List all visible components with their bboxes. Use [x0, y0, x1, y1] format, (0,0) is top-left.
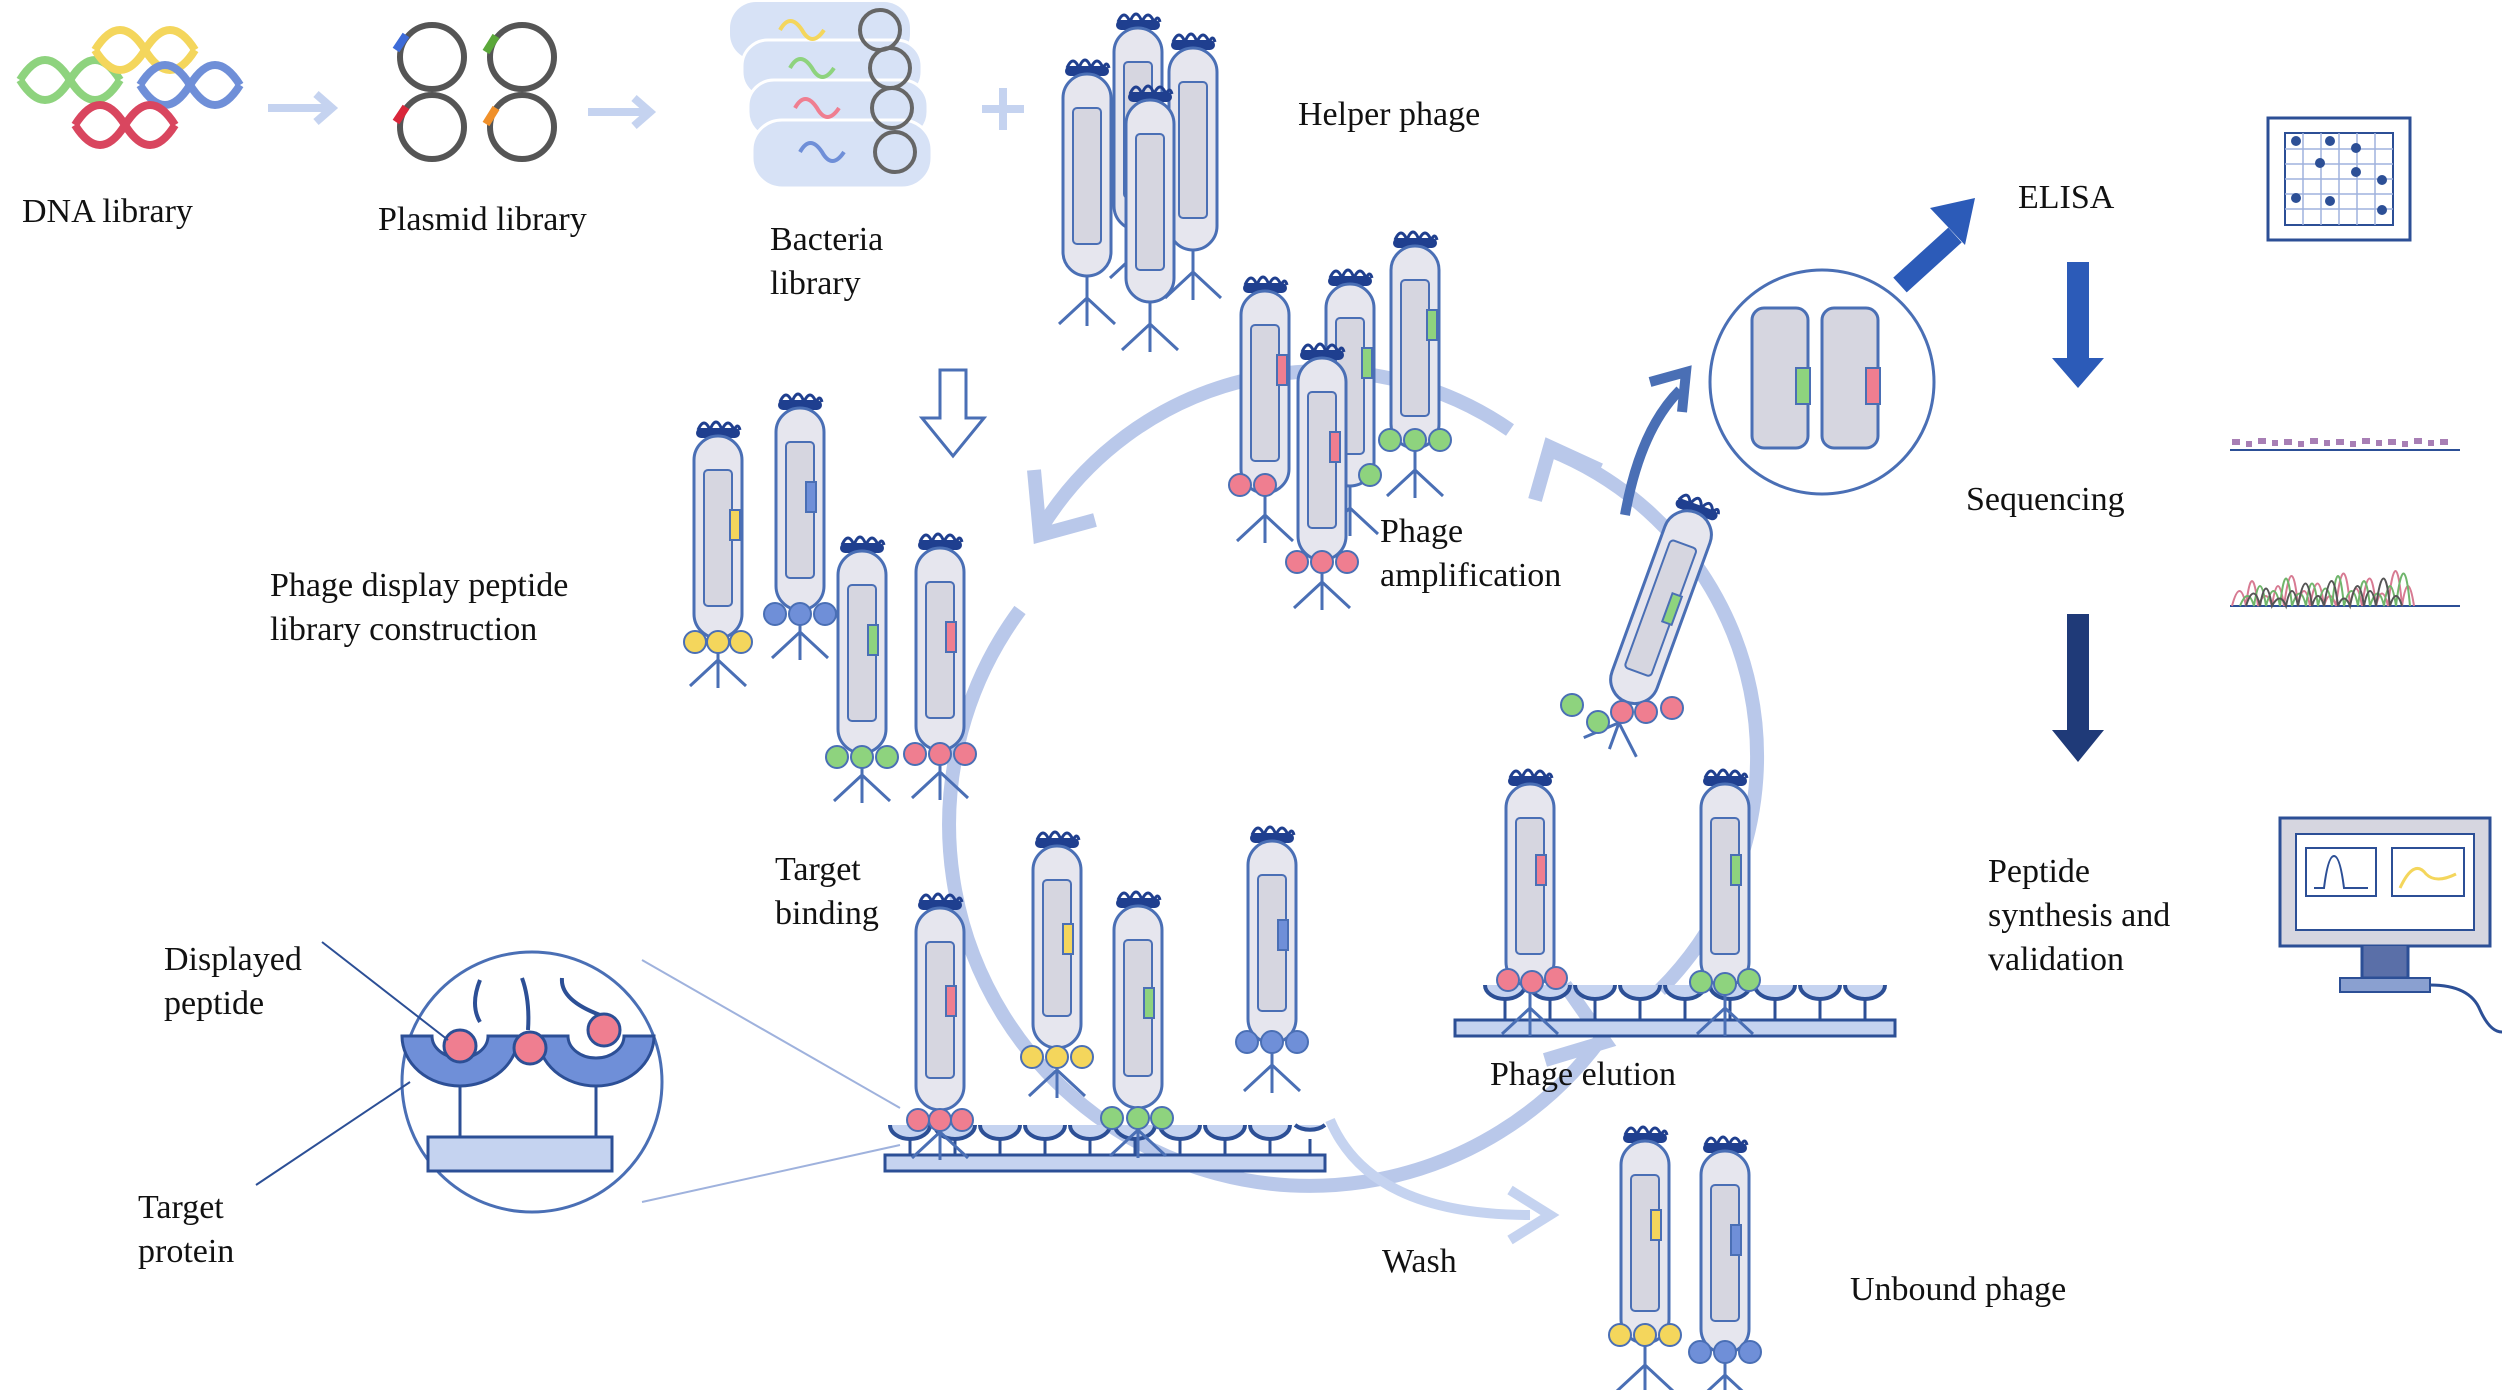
target-protein-pointer [255, 1081, 411, 1186]
unbound-phage-label: Unbound phage [1850, 1271, 2066, 1308]
peptide-synthesis-label-line3: validation [1988, 941, 2124, 978]
tilted-phage [1581, 488, 1729, 761]
phage-display-label-line1: Phage display peptide [270, 567, 568, 604]
elution-phages [1496, 768, 1761, 1038]
displayed-peptide-label-line2: peptide [164, 985, 264, 1022]
elisa-plate-icon [2266, 116, 2412, 242]
phage-amplification-label-line1: Phage [1380, 513, 1463, 550]
bacteria-library-label-line2: library [770, 265, 861, 302]
displayed-peptide-pointer [321, 941, 449, 1041]
target-protein-label-line1: Target [138, 1189, 224, 1226]
elution-surface [1453, 984, 1897, 1038]
sequencing-chromatogram-icon [2230, 438, 2460, 610]
peptide-synthesis-label-line2: synthesis and [1988, 897, 2170, 934]
phage-elution-label: Phage elution [1490, 1056, 1676, 1093]
arrowhead-icon [2052, 730, 2104, 762]
wash-label: Wash [1382, 1243, 1457, 1280]
bacteria-library-label-line1: Bacteria [770, 221, 883, 258]
arrow-down-icon [918, 368, 988, 459]
computer-monitor-icon [2278, 816, 2503, 1034]
tilted-phage-peptides [1560, 693, 1684, 734]
arrow-right-icon [588, 94, 657, 130]
dna-library-label: DNA library [22, 193, 193, 230]
phage-display-label-line2: library construction [270, 611, 537, 648]
arrowhead-icon [1930, 198, 1975, 245]
helper-phage-label: Helper phage [1298, 96, 1480, 133]
arrow-right-icon [1507, 1185, 1560, 1245]
binding-detail-zoom [400, 950, 901, 1214]
plus-icon [982, 88, 1024, 130]
arrow-up-icon [1620, 386, 1684, 516]
wash-arrow [1325, 1118, 1531, 1220]
phage-amplification-label-line2: amplification [1380, 557, 1561, 594]
arrowhead-icon [2052, 358, 2104, 388]
sequencing-label: Sequencing [1966, 481, 2125, 518]
plasmid-library-label: Plasmid library [378, 201, 587, 238]
arrow-up-right-icon [1893, 227, 1962, 293]
helper-phage-icon [1057, 12, 1223, 354]
target-binding-label-line2: binding [775, 895, 879, 932]
unbound-phages [1608, 1125, 1762, 1390]
amplification-phages [1228, 230, 1452, 612]
arrow-right-icon [268, 90, 339, 126]
binding-surface [883, 1123, 1327, 1173]
peptide-synthesis-label-line1: Peptide [1988, 853, 2090, 890]
bacteria-library-icon [730, 2, 934, 190]
selected-phage-zoom [1708, 268, 1936, 496]
target-binding-label-line1: Target [775, 851, 861, 888]
plasmid-library-icon [392, 22, 557, 162]
elisa-label: ELISA [2018, 179, 2115, 216]
arrowhead-icon [1648, 365, 1692, 413]
bound-phages [906, 825, 1309, 1162]
target-protein-label-line2: protein [138, 1233, 234, 1270]
displayed-peptide-label-line1: Displayed [164, 941, 302, 978]
dna-library-icon [16, 26, 244, 149]
library-phages [683, 392, 977, 805]
